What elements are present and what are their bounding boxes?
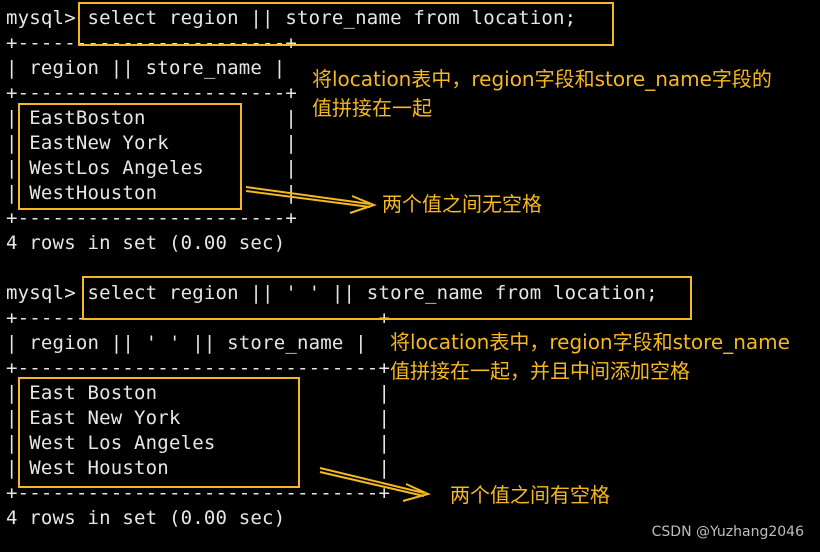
watermark: CSDN @Yuzhang2046 — [651, 524, 804, 540]
command-line-2: mysql> select region || ' ' || store_nam… — [6, 282, 658, 304]
table1-border-mid: +-----------------------+ — [6, 82, 297, 104]
table2-header: | region || ' ' || store_name | — [6, 332, 367, 354]
annotation-1-line-2: 值拼接在一起 — [312, 96, 432, 120]
annotation-2-line-1: 将location表中，region字段和store_name — [390, 330, 790, 354]
rows-highlight-box-1 — [18, 103, 242, 210]
table2-border-mid: +-------------------------------+ — [6, 357, 391, 379]
table2-row: | West Los Angeles | — [6, 432, 391, 454]
table2-row: | East Boston | — [6, 382, 391, 404]
table1-row: | EastNew York | — [6, 132, 297, 154]
result-summary-2: 4 rows in set (0.00 sec) — [6, 507, 286, 529]
table1-border-bottom: +-----------------------+ — [6, 207, 297, 229]
annotation-2-arrow-label: 两个值之间有空格 — [450, 483, 610, 507]
command-highlight-box-2 — [82, 276, 692, 320]
result-summary-1: 4 rows in set (0.00 sec) — [6, 232, 286, 254]
annotation-1-line-1: 将location表中，region字段和store_name字段的 — [312, 67, 772, 91]
table1-header: | region || store_name | — [6, 57, 286, 79]
command-line-1: mysql> select region || store_name from … — [6, 7, 577, 29]
table2-row: | West Houston | — [6, 457, 391, 479]
annotation-1-arrow-label: 两个值之间无空格 — [382, 192, 542, 216]
arrow-icon — [319, 467, 425, 494]
table2-row: | East New York | — [6, 407, 391, 429]
arrow-icon — [245, 186, 371, 205]
annotation-2-line-2: 值拼接在一起，并且中间添加空格 — [390, 359, 690, 383]
command-highlight-box-1 — [78, 2, 614, 46]
table1-row: | EastBoston | — [6, 107, 297, 129]
table1-row: | WestLos Angeles | — [6, 157, 297, 179]
rows-highlight-box-2 — [18, 377, 300, 488]
